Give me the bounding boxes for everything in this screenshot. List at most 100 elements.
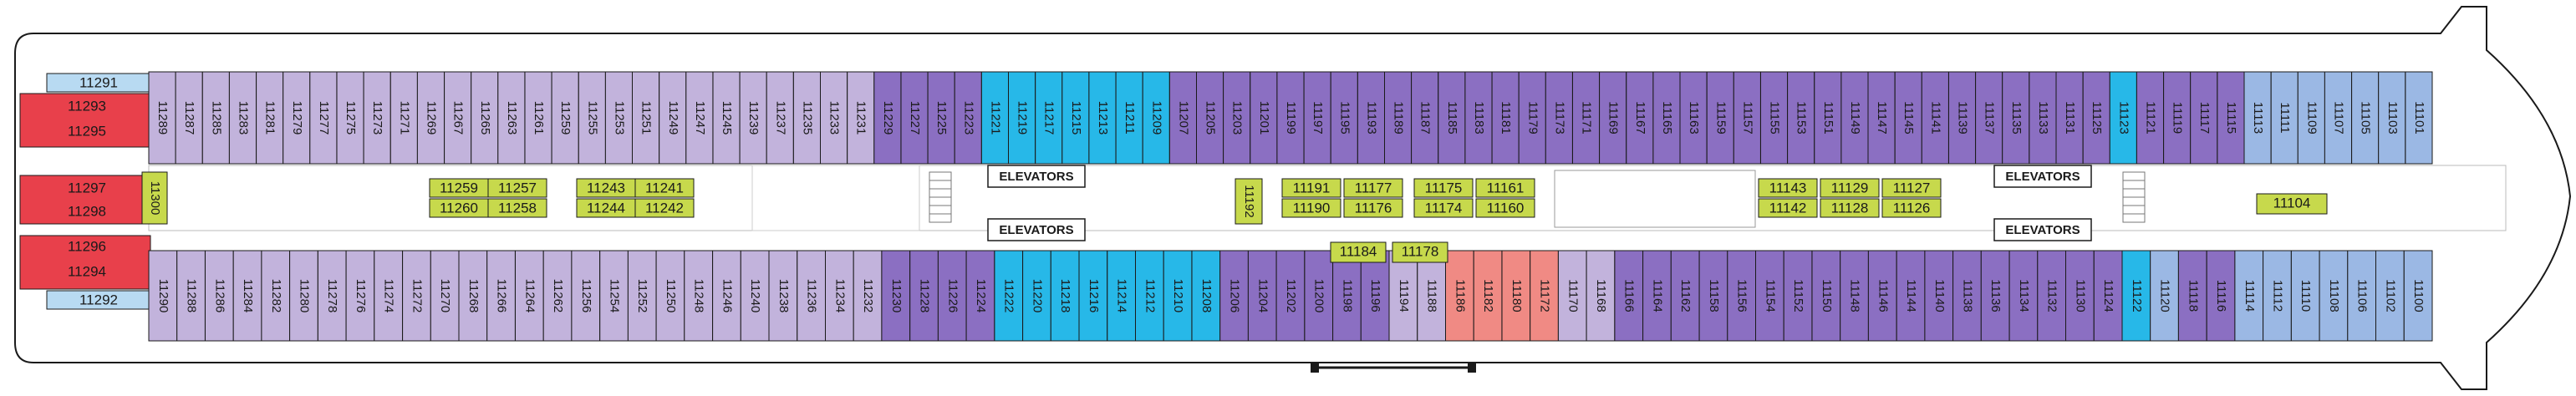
cabin-block[interactable] (712, 250, 741, 342)
cabin-block[interactable] (487, 178, 547, 198)
cabin-block[interactable] (2324, 71, 2352, 165)
cabin-block[interactable] (1275, 250, 1306, 342)
cabin-block[interactable] (853, 250, 883, 342)
cabin-block[interactable] (1411, 71, 1439, 165)
cabin-block[interactable] (515, 250, 544, 342)
cabin-block[interactable] (2403, 250, 2433, 342)
cabin-block[interactable] (19, 93, 151, 148)
cabin-block[interactable] (205, 250, 234, 342)
cabin-block[interactable] (1392, 241, 1448, 263)
cabin-block[interactable] (900, 71, 929, 165)
cabin-block[interactable] (542, 250, 573, 342)
cabin-block[interactable] (2136, 71, 2164, 165)
cabin-block[interactable] (551, 71, 579, 165)
cabin-block[interactable] (847, 71, 875, 165)
cabin-block[interactable] (2093, 250, 2123, 342)
cabin-block[interactable] (2029, 71, 2057, 165)
cabin-block[interactable] (524, 71, 552, 165)
cabin-block[interactable] (2109, 71, 2137, 165)
cabin-block[interactable] (1626, 71, 1654, 165)
cabin-block[interactable] (256, 71, 284, 165)
cabin-block[interactable] (289, 250, 318, 342)
cabin-block[interactable] (2243, 71, 2272, 165)
cabin-block[interactable] (1061, 71, 1090, 165)
cabin-block[interactable] (497, 71, 526, 165)
cabin-block[interactable] (1276, 71, 1305, 165)
cabin-block[interactable] (389, 71, 418, 165)
cabin-block[interactable] (685, 71, 714, 165)
cabin-block[interactable] (1078, 250, 1108, 342)
cabin-block[interactable] (1022, 250, 1051, 342)
cabin-block[interactable] (2378, 71, 2406, 165)
cabin-block[interactable] (599, 250, 629, 342)
cabin-block[interactable] (1281, 198, 1341, 218)
cabin-block[interactable] (1163, 250, 1193, 342)
cabin-block[interactable] (1727, 250, 1757, 342)
cabin-block[interactable] (2037, 250, 2067, 342)
cabin-block[interactable] (2256, 193, 2328, 215)
cabin-block[interactable] (1840, 71, 1869, 165)
cabin-block[interactable] (309, 71, 338, 165)
cabin-block[interactable] (825, 250, 854, 342)
cabin-block[interactable] (1115, 71, 1143, 165)
cabin-block[interactable] (1820, 178, 1880, 198)
cabin-block[interactable] (1755, 250, 1784, 342)
cabin-block[interactable] (1586, 250, 1616, 342)
cabin-block[interactable] (1652, 71, 1681, 165)
cabin-block[interactable] (402, 250, 431, 342)
cabin-block[interactable] (792, 71, 822, 165)
cabin-block[interactable] (1599, 71, 1627, 165)
cabin-block[interactable] (2008, 250, 2039, 342)
cabin-block[interactable] (578, 71, 606, 165)
cabin-block[interactable] (965, 250, 995, 342)
cabin-block[interactable] (1088, 71, 1117, 165)
cabin-block[interactable] (2319, 250, 2349, 342)
cabin-block[interactable] (1343, 178, 1403, 198)
cabin-block[interactable] (1247, 250, 1277, 342)
cabin-block[interactable] (2065, 250, 2095, 342)
cabin-block[interactable] (1219, 250, 1249, 342)
cabin-block[interactable] (487, 198, 547, 218)
cabin-block[interactable] (954, 71, 982, 165)
cabin-block[interactable] (2405, 71, 2433, 165)
cabin-block[interactable] (1679, 71, 1708, 165)
cabin-block[interactable] (2206, 250, 2236, 342)
cabin-block[interactable] (232, 250, 262, 342)
cabin-block[interactable] (927, 71, 955, 165)
cabin-block[interactable] (627, 250, 657, 342)
cabin-block[interactable] (141, 171, 168, 225)
cabin-block[interactable] (1357, 71, 1386, 165)
cabin-block[interactable] (1413, 178, 1474, 198)
cabin-block[interactable] (2351, 71, 2380, 165)
cabin-block[interactable] (2290, 250, 2320, 342)
cabin-block[interactable] (2234, 250, 2264, 342)
cabin-block[interactable] (2375, 250, 2405, 342)
cabin-block[interactable] (1281, 178, 1341, 198)
cabin-block[interactable] (2347, 250, 2377, 342)
cabin-block[interactable] (1501, 250, 1531, 342)
cabin-block[interactable] (1881, 198, 1942, 218)
cabin-block[interactable] (1530, 250, 1559, 342)
cabin-block[interactable] (1196, 71, 1224, 165)
cabin-block[interactable] (1975, 71, 2003, 165)
cabin-block[interactable] (1924, 250, 1954, 342)
cabin-block[interactable] (712, 71, 741, 165)
cabin-block[interactable] (684, 250, 713, 342)
cabin-block[interactable] (634, 178, 695, 198)
cabin-block[interactable] (739, 71, 767, 165)
cabin-block[interactable] (1980, 250, 2010, 342)
cabin-block[interactable] (1698, 250, 1728, 342)
cabin-block[interactable] (1107, 250, 1137, 342)
cabin-block[interactable] (2002, 71, 2030, 165)
cabin-block[interactable] (1417, 250, 1447, 342)
cabin-block[interactable] (797, 250, 826, 342)
cabin-block[interactable] (766, 71, 794, 165)
cabin-block[interactable] (937, 250, 967, 342)
cabin-block[interactable] (1572, 71, 1601, 165)
cabin-block[interactable] (471, 71, 499, 165)
cabin-block[interactable] (1135, 250, 1164, 342)
cabin-block[interactable] (2163, 71, 2192, 165)
cabin-block[interactable] (1881, 178, 1942, 198)
cabin-block[interactable] (994, 250, 1024, 342)
cabin-block[interactable] (1303, 71, 1331, 165)
